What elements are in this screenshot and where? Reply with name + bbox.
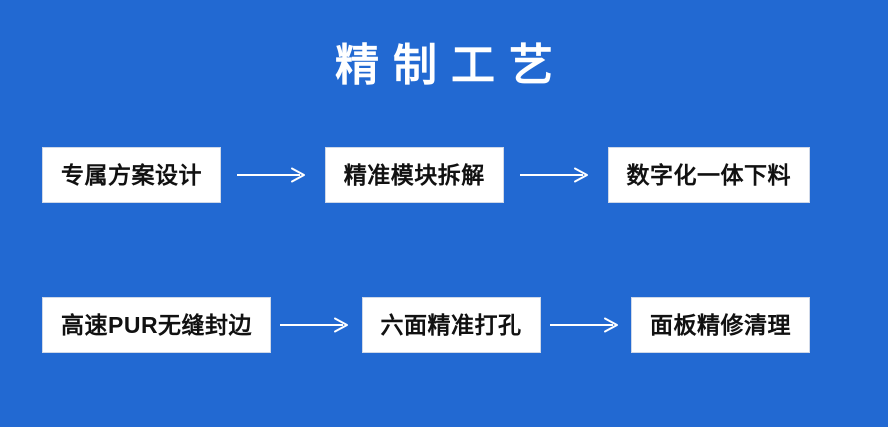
process-step-box[interactable]: 精准模块拆解 (324, 147, 504, 203)
arrow-right-icon (271, 297, 361, 353)
process-row-2: 高速PUR无缝封边 六面精准打孔 面板精修清理 (42, 297, 810, 353)
process-step-label: 专属方案设计 (61, 161, 202, 188)
arrow-right-icon (541, 297, 631, 353)
process-step-label: 六面精准打孔 (380, 311, 522, 338)
process-step-box[interactable]: 面板精修清理 (631, 297, 810, 353)
page-title: 精制工艺 (335, 41, 567, 90)
process-row-1: 专属方案设计 精准模块拆解 数字化一体下料 (42, 147, 810, 203)
process-step-box[interactable]: 六面精准打孔 (361, 297, 541, 353)
arrow-right-icon (221, 147, 325, 203)
process-step-label: 精准模块拆解 (343, 161, 485, 188)
process-step-box[interactable]: 数字化一体下料 (607, 147, 810, 203)
arrow-right-icon (504, 147, 608, 203)
process-step-label: 数字化一体下料 (626, 161, 791, 188)
process-step-label: 面板精修清理 (650, 311, 791, 338)
process-step-box[interactable]: 高速PUR无缝封边 (42, 297, 272, 353)
process-step-label: 高速PUR无缝封边 (61, 311, 253, 338)
process-step-box[interactable]: 专属方案设计 (42, 147, 221, 203)
